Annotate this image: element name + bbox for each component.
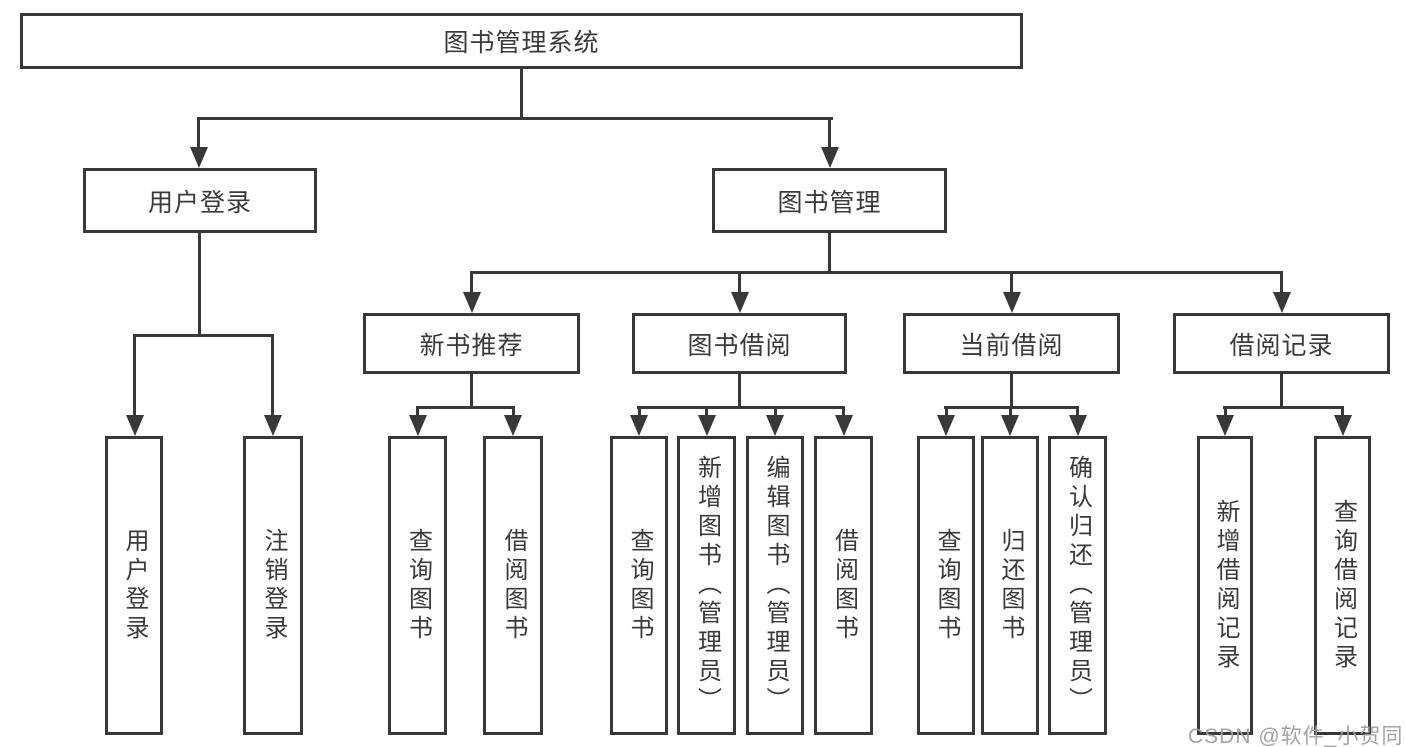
node-borrow-records-label: 借阅记录 bbox=[1229, 331, 1334, 360]
arrowhead-down-icon bbox=[504, 415, 522, 436]
arrowhead-down-icon bbox=[1333, 415, 1352, 436]
connector-line bbox=[1223, 406, 1344, 409]
node-borrow-records: 借阅记录 bbox=[1173, 313, 1390, 374]
connector-line bbox=[520, 69, 523, 119]
leaf-query-books-recommend: 查询图书 bbox=[388, 436, 447, 735]
leaf-return-book-label: 归还图书 bbox=[997, 527, 1024, 644]
connector-line bbox=[828, 118, 831, 154]
connector-line bbox=[416, 406, 515, 409]
arrowhead-down-icon bbox=[730, 292, 749, 313]
arrowhead-down-icon bbox=[462, 292, 481, 313]
leaf-query-books-recommend-label: 查询图书 bbox=[404, 527, 432, 644]
node-book-management: 图书管理 bbox=[712, 168, 947, 233]
leaf-confirm-return-admin: 确认归还（管理员） bbox=[1048, 436, 1107, 735]
leaf-return-book: 归还图书 bbox=[981, 436, 1039, 735]
node-user-login: 用户登录 bbox=[83, 168, 317, 233]
connector-line bbox=[470, 273, 473, 299]
leaf-add-book-admin-label: 新增图书（管理员） bbox=[693, 455, 721, 716]
connector-line bbox=[198, 233, 201, 337]
arrowhead-down-icon bbox=[1002, 292, 1021, 313]
node-user-login-label: 用户登录 bbox=[147, 188, 252, 217]
leaf-add-borrow-record-label: 新增借阅记录 bbox=[1212, 498, 1239, 673]
arrowhead-down-icon bbox=[1068, 415, 1087, 436]
leaf-logout: 注销登录 bbox=[243, 436, 303, 735]
leaf-query-books-current: 查询图书 bbox=[917, 436, 975, 735]
leaf-user-login-label: 用户登录 bbox=[121, 527, 148, 644]
leaf-edit-book-admin-label: 编辑图书（管理员） bbox=[762, 455, 789, 716]
node-root: 图书管理系统 bbox=[20, 13, 1023, 69]
node-current-borrow-label: 当前借阅 bbox=[959, 331, 1064, 360]
leaf-query-borrow-record-label: 查询借阅记录 bbox=[1329, 498, 1357, 673]
arrowhead-down-icon bbox=[1272, 292, 1291, 313]
node-new-book-recommend: 新书推荐 bbox=[363, 313, 580, 374]
leaf-borrow-books-borrow: 借阅图书 bbox=[814, 436, 873, 735]
leaf-add-borrow-record: 新增借阅记录 bbox=[1197, 436, 1253, 735]
leaf-borrow-books-recommend-label: 借阅图书 bbox=[500, 527, 527, 644]
leaf-edit-book-admin: 编辑图书（管理员） bbox=[746, 436, 804, 735]
leaf-query-books-borrow: 查询图书 bbox=[610, 436, 668, 735]
connector-line bbox=[197, 118, 200, 154]
arrowhead-down-icon bbox=[1001, 415, 1019, 436]
csdn-watermark: CSDN @软件_小贺同学 bbox=[1188, 725, 1405, 747]
arrowhead-down-icon bbox=[834, 415, 853, 436]
connector-line bbox=[133, 336, 136, 422]
connector-line bbox=[944, 406, 1079, 409]
leaf-logout-label: 注销登录 bbox=[260, 527, 287, 644]
connector-line bbox=[470, 374, 473, 409]
leaf-query-books-borrow-label: 查询图书 bbox=[626, 527, 653, 644]
node-new-book-recommend-label: 新书推荐 bbox=[419, 331, 524, 360]
connector-line bbox=[1280, 273, 1283, 299]
connector-line bbox=[828, 233, 831, 274]
connector-line bbox=[133, 334, 274, 337]
leaf-add-book-admin: 新增图书（管理员） bbox=[677, 436, 736, 735]
leaf-borrow-books-borrow-label: 借阅图书 bbox=[830, 527, 858, 644]
arrowhead-down-icon bbox=[1216, 415, 1234, 436]
arrowhead-down-icon bbox=[820, 147, 839, 168]
node-book-borrow-label: 图书借阅 bbox=[687, 331, 792, 360]
node-book-borrow: 图书借阅 bbox=[632, 313, 847, 374]
arrowhead-down-icon bbox=[937, 415, 955, 436]
connector-line bbox=[1010, 374, 1013, 409]
connector-line bbox=[271, 336, 274, 422]
arrowhead-down-icon bbox=[766, 415, 784, 436]
arrowhead-down-icon bbox=[630, 415, 648, 436]
connector-line bbox=[1280, 374, 1283, 409]
arrowhead-down-icon bbox=[408, 415, 427, 436]
arrowhead-down-icon bbox=[263, 415, 282, 436]
connector-line bbox=[1010, 273, 1013, 299]
node-current-borrow: 当前借阅 bbox=[903, 313, 1120, 374]
node-root-label: 图书管理系统 bbox=[443, 29, 600, 57]
connector-line bbox=[738, 273, 741, 299]
connector-line bbox=[637, 406, 845, 409]
connector-line bbox=[197, 117, 833, 120]
connector-line bbox=[470, 271, 1283, 274]
connector-line bbox=[738, 374, 741, 409]
node-book-management-label: 图书管理 bbox=[777, 188, 882, 217]
leaf-user-login: 用户登录 bbox=[105, 436, 163, 735]
arrowhead-down-icon bbox=[697, 415, 716, 436]
arrowhead-down-icon bbox=[189, 147, 208, 168]
leaf-confirm-return-admin-label: 确认归还（管理员） bbox=[1064, 455, 1092, 716]
leaf-query-books-current-label: 查询图书 bbox=[933, 527, 960, 644]
arrowhead-down-icon bbox=[125, 415, 144, 436]
leaf-borrow-books-recommend: 借阅图书 bbox=[483, 436, 543, 735]
leaf-query-borrow-record: 查询借阅记录 bbox=[1314, 436, 1371, 735]
